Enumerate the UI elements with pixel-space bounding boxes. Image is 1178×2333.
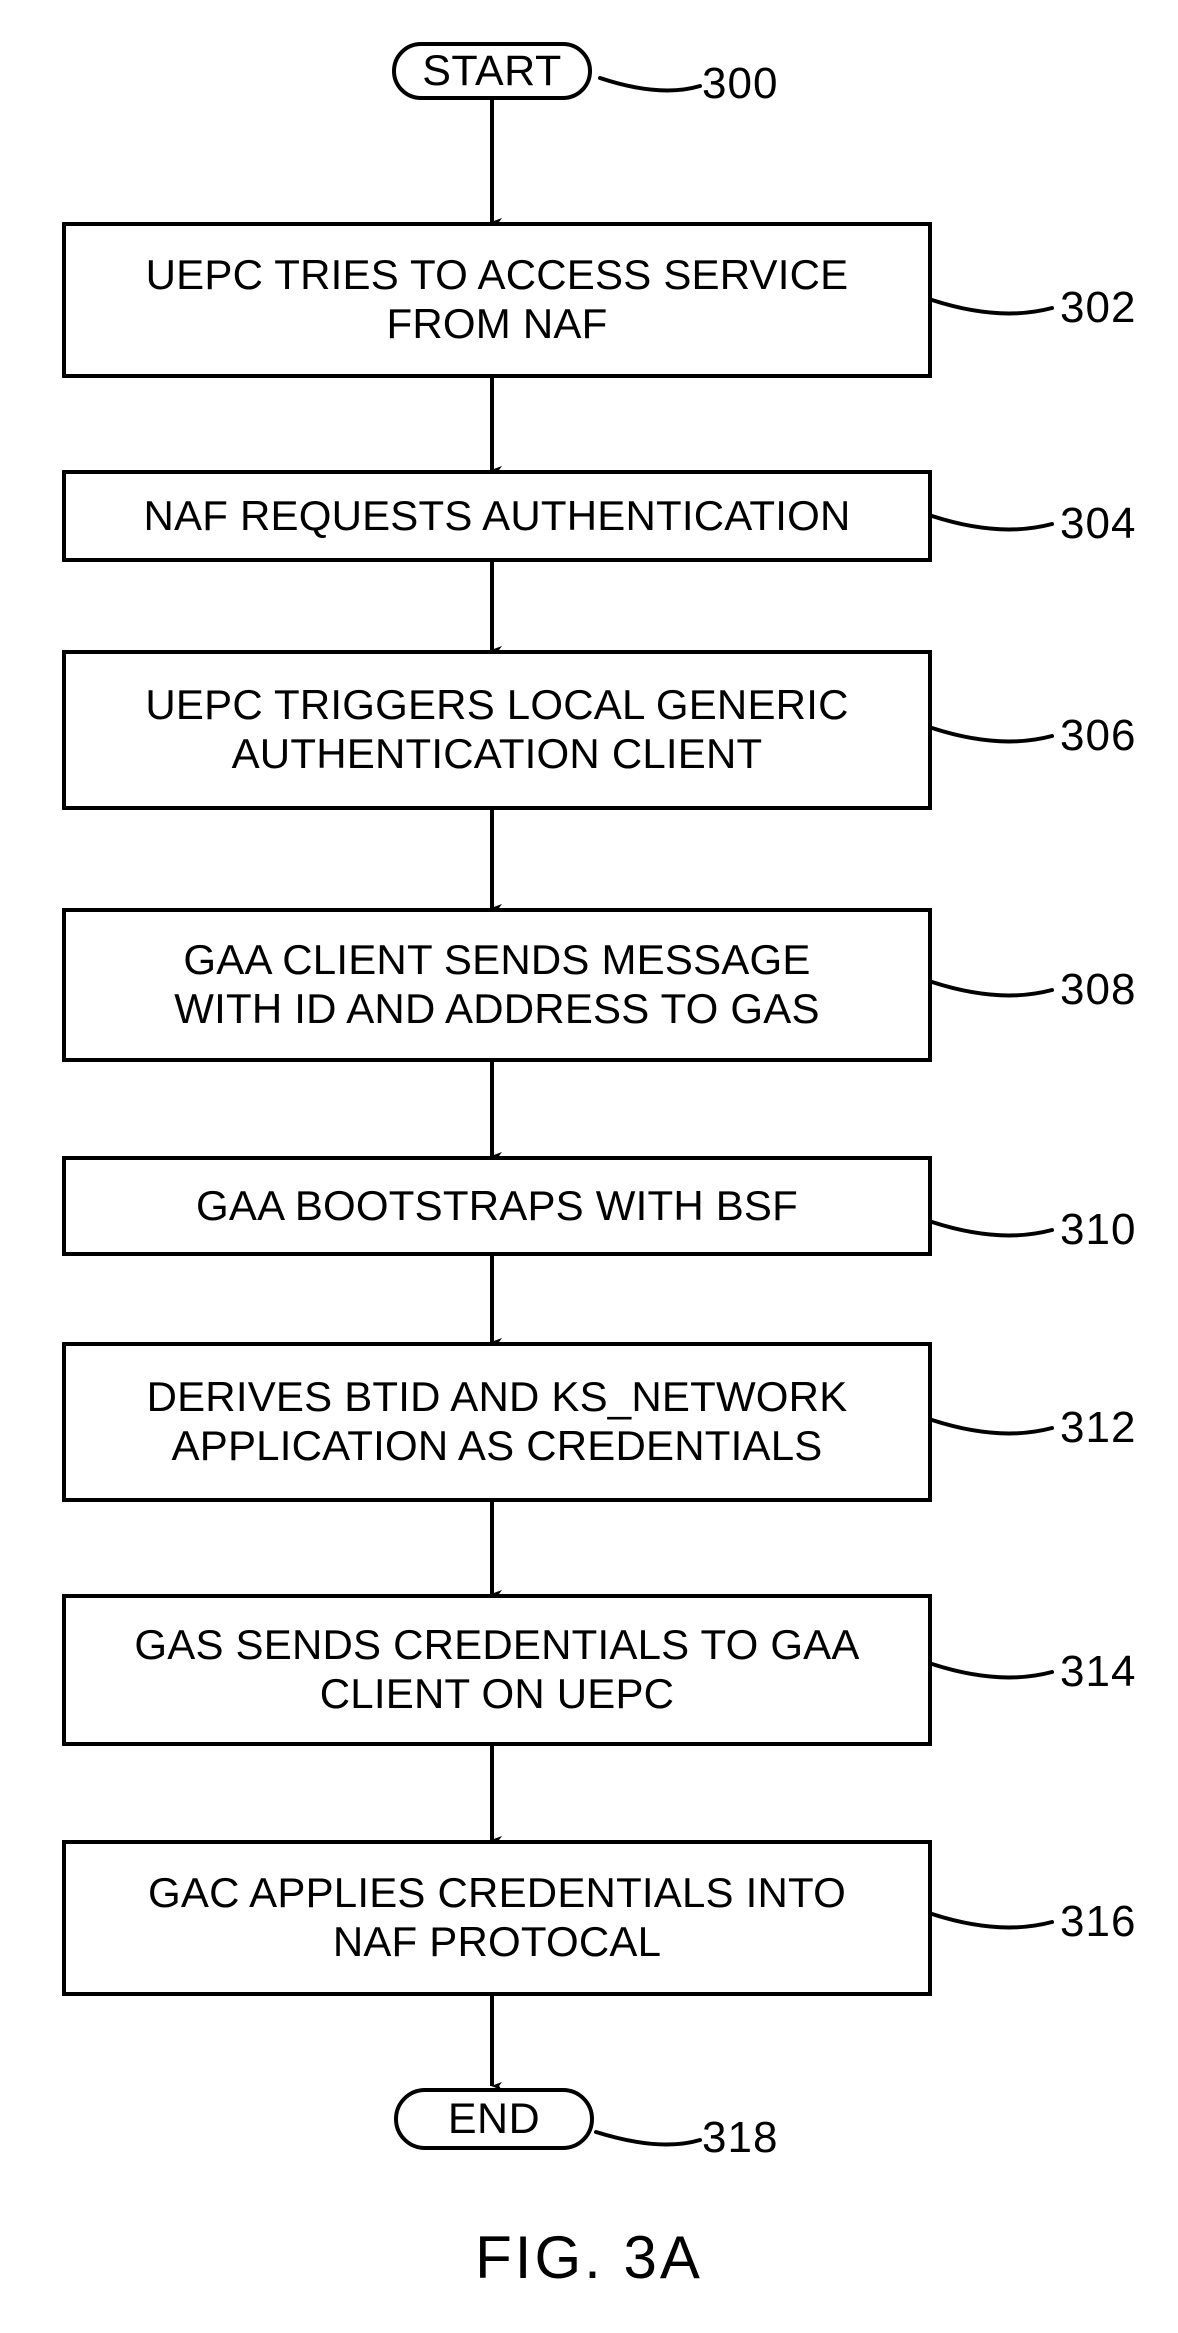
reference-numeral-316: 316 <box>1060 1897 1137 1946</box>
process-box-308-text: GAA CLIENT SENDS MESSAGE WITH ID AND ADD… <box>174 936 820 1032</box>
figure-caption: FIG. 3A <box>475 2224 703 2291</box>
reference-numeral-304: 304 <box>1060 499 1137 548</box>
terminator-start: START <box>392 42 592 100</box>
process-box-310-text: GAA BOOTSTRAPS WITH BSF <box>195 1181 798 1229</box>
terminator-end-label: END <box>447 2094 541 2143</box>
reference-numeral-312: 312 <box>1060 1403 1137 1452</box>
reference-numeral-306: 306 <box>1060 711 1137 760</box>
process-box-302-text: UEPC TRIES TO ACCESS SERVICE FROM NAF <box>145 251 849 347</box>
process-box-306: UEPC TRIGGERS LOCAL GENERIC AUTHENTICATI… <box>62 650 932 810</box>
terminator-end: END <box>394 2088 594 2150</box>
reference-numeral-310: 310 <box>1060 1205 1137 1254</box>
process-box-312: DERIVES BTID AND KS_NETWORK APPLICATION … <box>62 1342 932 1502</box>
process-box-314-text: GAS SENDS CREDENTIALS TO GAA CLIENT ON U… <box>134 1621 860 1717</box>
process-box-306-text: UEPC TRIGGERS LOCAL GENERIC AUTHENTICATI… <box>145 681 849 777</box>
process-box-304: NAF REQUESTS AUTHENTICATION <box>62 470 932 562</box>
reference-numeral-318: 318 <box>702 2113 779 2162</box>
process-box-316: GAC APPLIES CREDENTIALS INTO NAF PROTOCA… <box>62 1840 932 1996</box>
process-box-312-text: DERIVES BTID AND KS_NETWORK APPLICATION … <box>146 1373 848 1469</box>
reference-numeral-308: 308 <box>1060 965 1137 1014</box>
terminator-start-label: START <box>422 46 562 95</box>
reference-numeral-300: 300 <box>702 59 779 108</box>
process-box-308: GAA CLIENT SENDS MESSAGE WITH ID AND ADD… <box>62 908 932 1062</box>
process-box-302: UEPC TRIES TO ACCESS SERVICE FROM NAF <box>62 222 932 378</box>
process-box-314: GAS SENDS CREDENTIALS TO GAA CLIENT ON U… <box>62 1594 932 1746</box>
reference-numeral-314: 314 <box>1060 1647 1137 1696</box>
reference-numeral-302: 302 <box>1060 283 1137 332</box>
process-box-304-text: NAF REQUESTS AUTHENTICATION <box>143 491 851 539</box>
process-box-310: GAA BOOTSTRAPS WITH BSF <box>62 1156 932 1256</box>
process-box-316-text: GAC APPLIES CREDENTIALS INTO NAF PROTOCA… <box>147 1869 847 1965</box>
